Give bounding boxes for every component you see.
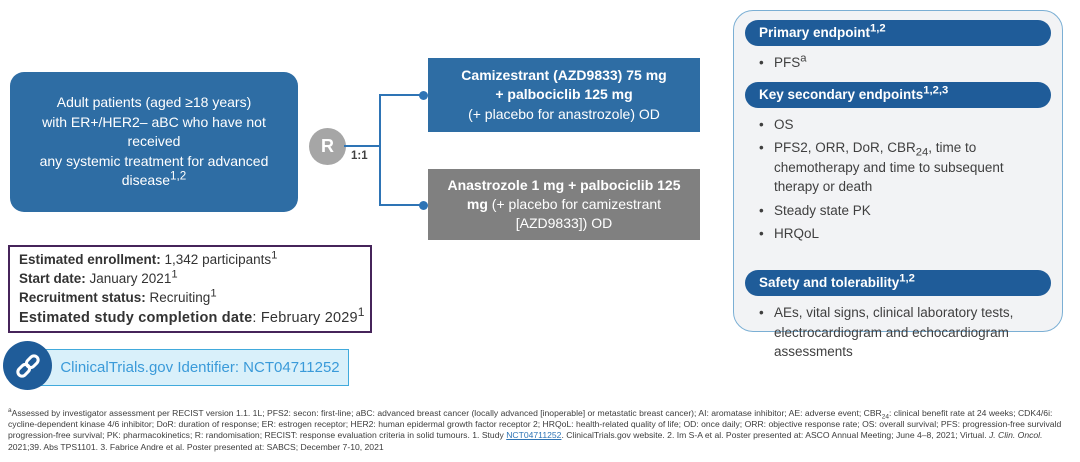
arm2-text: Anastrozole 1 mg + palbociclib 125 mg (+…: [436, 176, 692, 234]
start-date-line: Start date: January 20211: [19, 268, 361, 289]
patient-population-box: Adult patients (aged ≥18 years) with ER+…: [10, 72, 298, 212]
connector-branch-top: [379, 94, 422, 96]
footnote-cbr24-subscript: 24: [881, 413, 889, 421]
pfs-superscript: a: [800, 52, 807, 65]
enrollment-value: 1,342 participants: [160, 252, 272, 267]
arm-camizestrant-box: Camizestrant (AZD9833) 75 mg + palbocicl…: [428, 58, 700, 132]
endpoints-panel: Primary endpoint1,2 PFSa Key secondary e…: [733, 10, 1063, 359]
list-item: PFS2, ORR, DoR, CBR24, time to chemother…: [759, 138, 1049, 197]
primary-endpoint-superscript: 1,2: [870, 22, 886, 35]
randomization-circle: R: [309, 128, 346, 165]
recruitment-status-line: Recruitment status: Recruiting1: [19, 287, 361, 308]
secondary-endpoints-superscript: 1,2,3: [923, 84, 949, 97]
arm2-drug-text: Anastrozole 1 mg + palbociclib 125 mg: [447, 176, 681, 212]
start-date-label: Start date:: [19, 270, 86, 286]
start-date-value: January 2021: [85, 270, 172, 286]
patient-superscript: 1,2: [170, 169, 187, 183]
footnote-text-1: Assessed by investigator assessment per …: [11, 408, 882, 418]
secondary-bullet-pfs2: PFS2, ORR, DoR, CBR: [774, 140, 916, 156]
patient-line-2: with ER+/HER2– aBC who have not received: [42, 113, 266, 150]
list-item: OS: [759, 115, 1049, 135]
completion-date-value: : February 2029: [252, 309, 358, 326]
arm1-drug-line2: + palbociclib 125 mg: [495, 86, 633, 103]
footnote-journal-italic: J. Clin. Oncol.: [988, 430, 1043, 441]
connector-dot-top: [419, 91, 428, 100]
list-item: HRQoL: [759, 224, 1049, 244]
ref-superscript: 1: [171, 268, 178, 281]
connector-dot-bottom: [419, 201, 428, 210]
ref-superscript: 1: [357, 304, 365, 319]
safety-list: AEs, vital signs, clinical laboratory te…: [745, 303, 1051, 362]
footnote-superscript-a: a: [8, 407, 12, 415]
secondary-endpoints-list: OS PFS2, ORR, DoR, CBR24, time to chemot…: [745, 115, 1051, 244]
randomization-label: R: [321, 136, 334, 156]
footnote: aAssessed by investigator assessment per…: [8, 407, 1074, 453]
footnote-text-2: : clinical benefit rate at 24 weeks; CDK…: [8, 408, 1062, 441]
key-secondary-endpoints-header: Key secondary endpoints1,2,3: [745, 81, 1051, 108]
secondary-endpoints-title: Key secondary endpoints: [759, 86, 924, 102]
primary-endpoint-header: Primary endpoint1,2: [745, 20, 1051, 46]
arm1-placebo-line: (+ placebo for anastrozole) OD: [468, 105, 660, 122]
list-item: PFSa: [759, 53, 1049, 73]
safety-bullet-aes: AEs, vital signs, clinical laboratory te…: [774, 304, 1014, 360]
study-info-box: Estimated enrollment: 1,342 participants…: [8, 245, 372, 333]
completion-date-line: Estimated study completion date: Februar…: [19, 306, 365, 328]
connector-line-vertical: [379, 95, 381, 206]
completion-date-label: Estimated study completion date: [19, 309, 253, 326]
list-item: AEs, vital signs, clinical laboratory te…: [759, 303, 1049, 362]
list-item: Steady state PK: [759, 201, 1049, 221]
patient-line-1: Adult patients (aged ≥18 years): [56, 94, 252, 111]
secondary-bullet-pk: Steady state PK: [774, 202, 871, 218]
patient-population-text: Adult patients (aged ≥18 years) with ER+…: [20, 93, 288, 191]
enrollment-line: Estimated enrollment: 1,342 participants…: [19, 249, 361, 270]
nct-link[interactable]: NCT04711252: [506, 430, 562, 441]
clinicaltrials-identifier-box: ClinicalTrials.gov Identifier: NCT047112…: [27, 349, 349, 386]
footnote-text-4: 2021;39. Abs TPS1101. 3. Fabrice Andre e…: [8, 441, 384, 452]
patient-line-4: disease: [121, 172, 171, 189]
randomization-ratio: 1:1: [351, 150, 368, 162]
primary-endpoint-title: Primary endpoint: [759, 25, 871, 40]
connector-branch-bottom: [379, 204, 422, 206]
spacer: [745, 253, 1051, 270]
chain-link-icon: [15, 353, 40, 378]
patient-line-3: any systemic treatment for advanced: [39, 152, 269, 169]
secondary-bullet-os: OS: [774, 116, 794, 132]
clinicaltrials-identifier-text: ClinicalTrials.gov Identifier: NCT047112…: [60, 359, 340, 376]
recruitment-status-label: Recruitment status:: [19, 289, 146, 305]
cbr24-subscript: 24: [915, 146, 929, 159]
ref-superscript: 1: [271, 249, 278, 262]
safety-superscript: 1,2: [899, 272, 915, 285]
safety-title: Safety and tolerability: [759, 274, 900, 290]
arm-anastrozole-box: Anastrozole 1 mg + palbociclib 125 mg (+…: [428, 169, 700, 240]
primary-endpoint-list: PFSa: [745, 53, 1051, 73]
link-icon: [3, 341, 52, 390]
footnote-text-3: . ClinicalTrials.gov website. 2. Im S-A …: [561, 430, 989, 441]
arm1-drug-line1: Camizestrant (AZD9833) 75 mg: [461, 67, 667, 84]
enrollment-label: Estimated enrollment:: [19, 252, 161, 267]
connector-line-horizontal: [344, 145, 381, 147]
secondary-bullet-pfs2-rest: , time to chemotherapy and time to subse…: [774, 140, 1004, 195]
primary-bullet-pfs: PFS: [774, 55, 801, 70]
recruitment-status-value: Recruiting: [145, 289, 211, 305]
arm2-placebo-text: (+ placebo for camizestrant [AZD9833]) O…: [487, 195, 662, 232]
ref-superscript: 1: [210, 287, 217, 300]
safety-tolerability-header: Safety and tolerability1,2: [745, 269, 1051, 296]
secondary-bullet-hrqol: HRQoL: [774, 226, 820, 242]
